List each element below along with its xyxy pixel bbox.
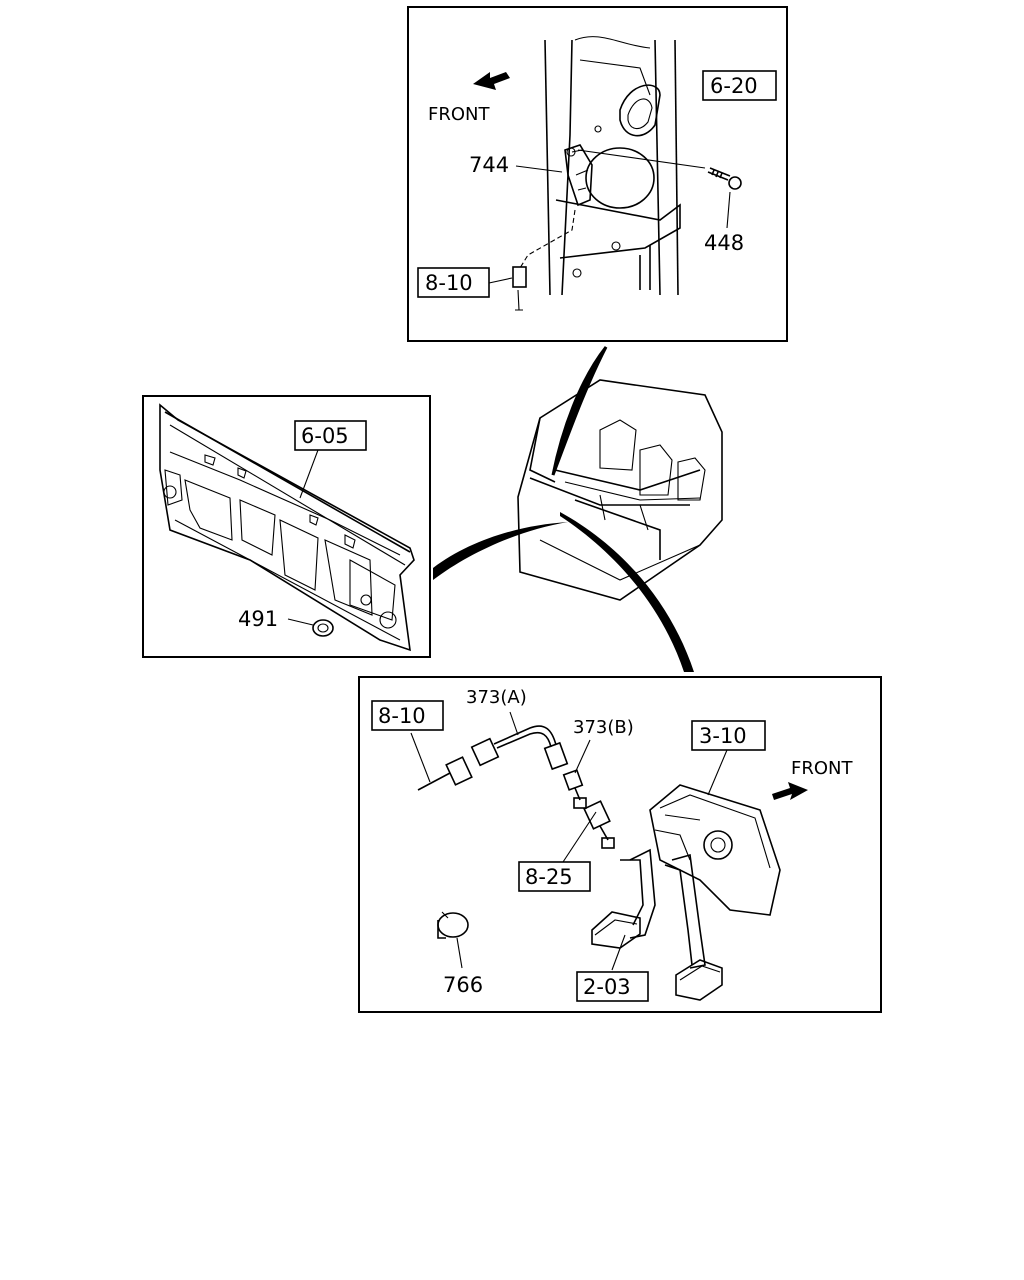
harness-373a — [417, 725, 569, 791]
callout-2-03[interactable]: 2-03 — [583, 975, 631, 999]
callout-3-10[interactable]: 3-10 — [699, 724, 747, 748]
clip-766 — [437, 911, 469, 939]
cab-overview-illustration — [517, 379, 723, 601]
callout-373a[interactable]: 373(A) — [466, 687, 527, 708]
callout-6-20[interactable]: 6-20 — [710, 74, 758, 98]
callout-8-10-bottom[interactable]: 8-10 — [378, 704, 426, 728]
callout-448[interactable]: 448 — [704, 231, 744, 255]
connector-swooshes — [433, 346, 694, 672]
front-label-top: FRONT — [428, 104, 490, 125]
stop-light-switch-744 — [564, 144, 593, 207]
front-label-bottom: FRONT — [791, 758, 853, 779]
callout-491[interactable]: 491 — [238, 607, 278, 631]
grommet-491 — [312, 619, 334, 637]
dash-panel-illustration — [159, 403, 415, 652]
left-panel — [142, 395, 431, 658]
callout-8-25[interactable]: 8-25 — [525, 865, 573, 889]
callout-744[interactable]: 744 — [469, 153, 509, 177]
front-arrow-icon — [772, 782, 808, 800]
switch-8-25 — [583, 800, 615, 849]
harness-373b — [562, 769, 587, 809]
bottom-panel — [358, 676, 882, 1013]
front-arrow-icon — [473, 72, 510, 90]
pedal-assembly — [591, 784, 781, 1001]
callout-8-10-top[interactable]: 8-10 — [425, 271, 473, 295]
callout-373b[interactable]: 373(B) — [573, 717, 634, 738]
bolt-448 — [707, 167, 742, 190]
callout-766[interactable]: 766 — [443, 973, 483, 997]
callout-6-05[interactable]: 6-05 — [301, 424, 349, 448]
